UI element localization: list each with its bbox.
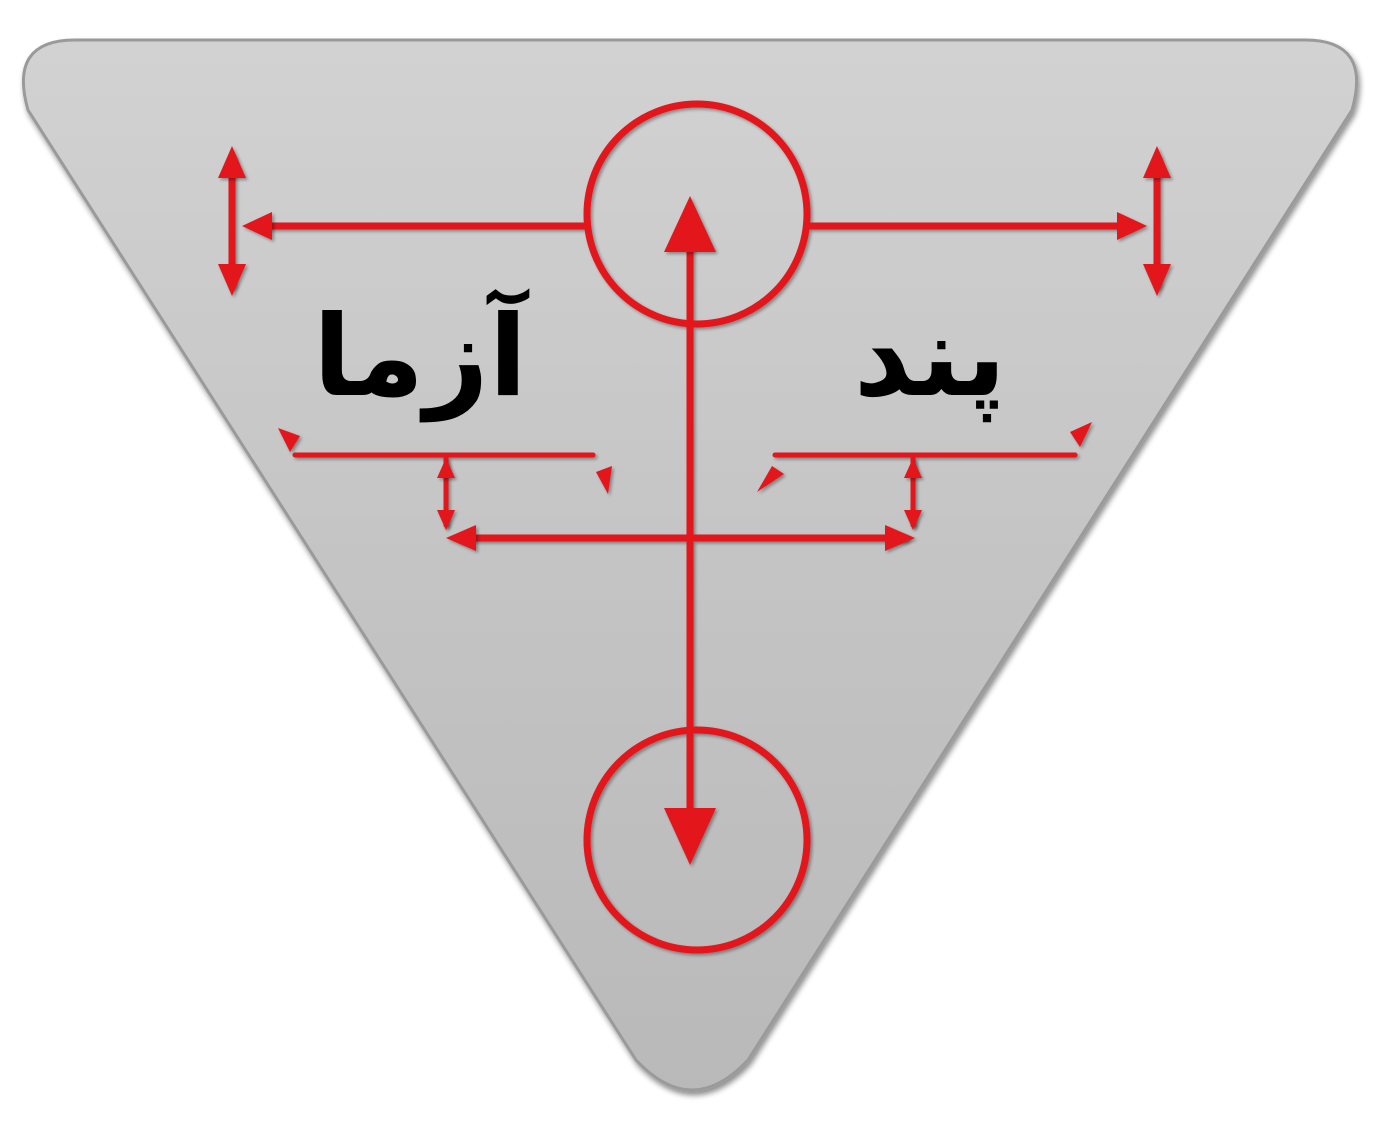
- up-arrow-icon: [664, 196, 716, 252]
- word-left: آزما: [313, 287, 530, 422]
- double-arrow-icon: [1143, 146, 1171, 178]
- arrowheads: [218, 146, 1171, 865]
- double-arrow-icon: [1143, 264, 1171, 296]
- small-arrow-icon: [757, 466, 784, 492]
- small-arrow-icon: [596, 466, 612, 494]
- small-arrow-icon: [904, 510, 922, 530]
- small-arrow-icon: [437, 510, 455, 530]
- top-circle: [583, 100, 811, 328]
- small-arrow-icon: [885, 525, 915, 551]
- small-arrow-icon: [446, 525, 476, 551]
- small-arrow-icon: [904, 458, 922, 478]
- bottom-circle: [583, 726, 811, 954]
- double-arrow-icon: [218, 264, 246, 296]
- left-arrow-icon: [242, 212, 272, 240]
- small-arrow-icon: [437, 458, 455, 478]
- right-arrow-icon: [1117, 212, 1147, 240]
- word-right: پند: [854, 292, 1006, 423]
- small-arrow-icon: [1070, 422, 1092, 447]
- double-arrow-icon: [218, 146, 246, 178]
- small-arrow-icon: [278, 428, 300, 452]
- down-arrow-icon: [664, 808, 716, 865]
